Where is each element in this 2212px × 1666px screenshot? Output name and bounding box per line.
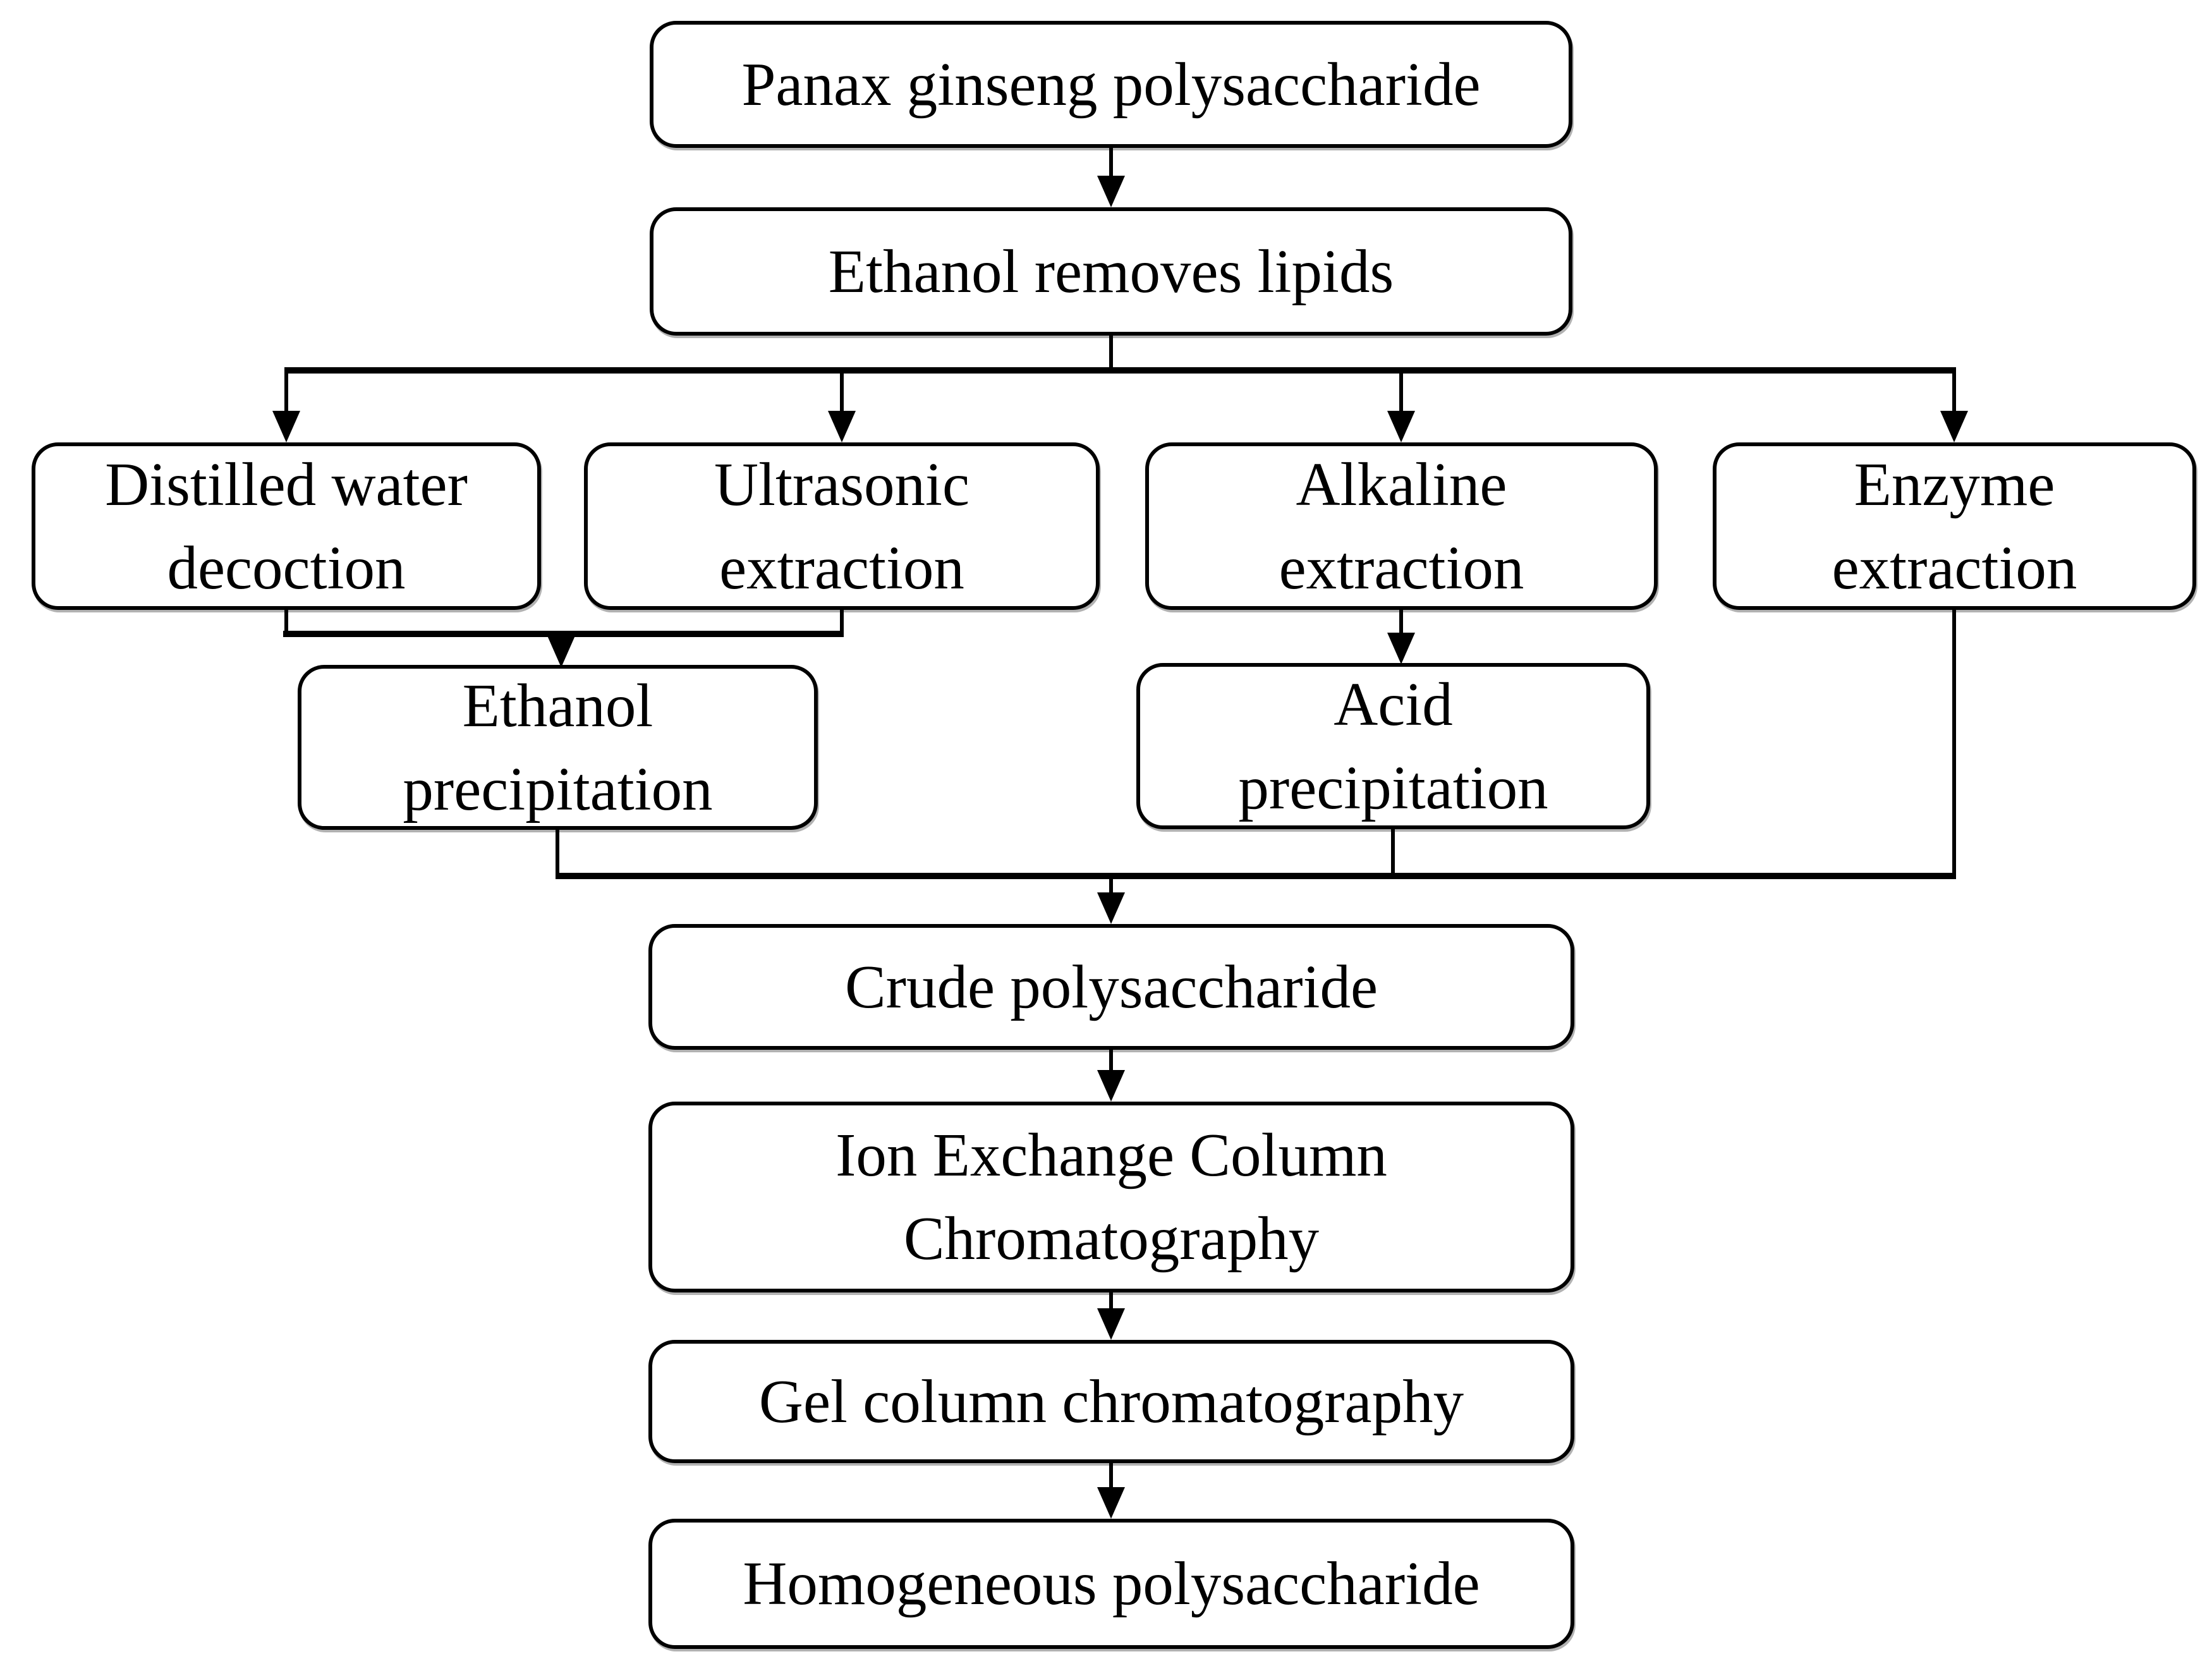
node-label: Ultrasonic extraction (714, 450, 970, 602)
node-crude-polysaccharide: Crude polysaccharide (648, 924, 1574, 1050)
edge-branch-to-distilled-arrowhead-icon (272, 411, 300, 442)
edge-ethanol-precipitation-to-merge-line (556, 830, 559, 879)
bracket-merge-line (283, 631, 844, 637)
node-panax-ginseng-polysaccharide: Panax ginseng polysaccharide (650, 21, 1572, 148)
edge-panax-to-lipids-line (1109, 148, 1113, 181)
node-acid-precipitation: Acid precipitation (1136, 663, 1650, 829)
node-ultrasonic-extraction: Ultrasonic extraction (584, 442, 1100, 610)
node-label: Ion Exchange Column Chromatography (836, 1121, 1387, 1272)
edge-gel-to-homogeneous-arrowhead-icon (1097, 1487, 1125, 1519)
edge-branch-to-enzyme-arrowhead-icon (1940, 411, 1968, 442)
edge-alkaline-to-acid-line (1399, 609, 1403, 635)
edge-ion-to-gel-arrowhead-icon (1097, 1308, 1125, 1340)
branch-distribution-line (284, 367, 1956, 374)
edge-distilled-to-bracket-line (284, 609, 288, 635)
edge-branch-to-distilled-line (284, 374, 288, 413)
edge-gel-to-homogeneous-line (1109, 1463, 1113, 1492)
node-label: Acid precipitation (1238, 670, 1548, 822)
edge-branch-to-ultrasonic-arrowhead-icon (828, 411, 856, 442)
edge-crude-to-ion-line (1109, 1050, 1113, 1075)
node-label: Ethanol removes lipids (828, 237, 1394, 305)
edge-lipids-to-branch-line (1109, 336, 1113, 374)
edge-bracket-to-ethanol-precipitation-arrowhead-icon (547, 636, 575, 667)
edge-enzyme-to-merge-line (1952, 609, 1956, 879)
edge-ion-to-gel-line (1109, 1292, 1113, 1313)
node-label: Homogeneous polysaccharide (743, 1550, 1480, 1618)
node-label: Crude polysaccharide (844, 952, 1378, 1021)
edge-branch-to-alkaline-arrowhead-icon (1387, 411, 1415, 442)
edge-acid-precipitation-to-merge-line (1391, 829, 1395, 879)
node-ethanol-removes-lipids: Ethanol removes lipids (650, 207, 1572, 336)
node-distilled-water-decoction: Distilled water decoction (32, 442, 541, 610)
crude-merge-line (556, 873, 1956, 879)
edge-panax-to-lipids-arrowhead-icon (1097, 176, 1125, 207)
node-label: Enzyme extraction (1832, 450, 2077, 602)
node-ion-exchange-column-chromatography: Ion Exchange Column Chromatography (648, 1102, 1574, 1292)
edge-branch-to-alkaline-line (1399, 374, 1403, 413)
edge-branch-to-enzyme-line (1952, 374, 1956, 413)
edge-branch-to-ultrasonic-line (840, 374, 844, 413)
node-homogeneous-polysaccharide: Homogeneous polysaccharide (648, 1519, 1574, 1649)
edge-merge-to-crude-line (1109, 879, 1113, 898)
node-label: Alkaline extraction (1279, 450, 1524, 602)
edge-ultrasonic-to-bracket-line (840, 609, 844, 635)
node-label: Distilled water decoction (105, 450, 468, 602)
node-label: Panax ginseng polysaccharide (741, 50, 1481, 118)
edge-alkaline-to-acid-arrowhead-icon (1387, 633, 1415, 664)
node-label: Gel column chromatography (758, 1367, 1464, 1435)
node-gel-column-chromatography: Gel column chromatography (648, 1340, 1574, 1463)
node-label: Ethanol precipitation (403, 671, 713, 823)
edge-crude-to-ion-arrowhead-icon (1097, 1070, 1125, 1102)
node-alkaline-extraction: Alkaline extraction (1145, 442, 1658, 610)
edge-merge-to-crude-arrowhead-icon (1097, 892, 1125, 924)
node-enzyme-extraction: Enzyme extraction (1713, 442, 2196, 610)
node-ethanol-precipitation: Ethanol precipitation (298, 665, 818, 830)
